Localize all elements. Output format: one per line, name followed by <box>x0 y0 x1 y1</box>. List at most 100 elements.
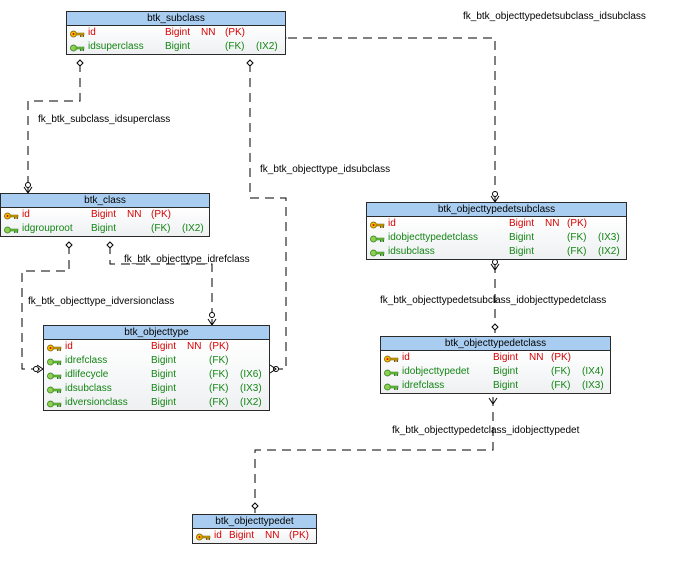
column-row[interactable]: id Bigint NN (PK) <box>44 340 269 354</box>
column-keys: (FK) <box>209 355 229 366</box>
column-name: idsubclass <box>388 246 435 257</box>
column-keys: (PK) <box>289 530 309 541</box>
column-not-null: NN <box>127 209 142 220</box>
column-type: Bigint <box>229 530 255 541</box>
column-keys: (FK) <box>551 366 571 377</box>
rel-line-subclass-idsuperclass <box>27 63 81 193</box>
column-name: idrefclass <box>65 355 108 366</box>
entity-title: btk_objecttype <box>44 326 269 340</box>
circle-marker <box>209 312 215 318</box>
column-not-null: NN <box>201 27 216 38</box>
column-keys: (FK) <box>225 41 245 52</box>
diamond-marker <box>251 502 259 510</box>
foreign-key-icon <box>70 43 85 57</box>
foreign-key-icon <box>384 368 399 382</box>
foreign-key-icon <box>47 385 62 399</box>
column-index: (IX3) <box>598 232 620 243</box>
column-name: idobjecttypedet <box>402 366 470 377</box>
column-index: (IX4) <box>582 366 604 377</box>
column-type: Bigint <box>151 341 177 352</box>
foreign-key-icon <box>384 382 399 396</box>
column-row[interactable]: id Bigint NN (PK) <box>381 351 610 365</box>
column-keys: (FK) <box>209 397 229 408</box>
column-type: Bigint <box>91 223 117 234</box>
column-keys: (PK) <box>209 341 229 352</box>
entity-title: btk_objecttypedetsubclass <box>367 203 626 217</box>
column-name: idlifecycle <box>65 369 109 380</box>
diamond-marker <box>76 59 84 67</box>
column-name: id <box>388 218 396 229</box>
primary-key-icon <box>196 532 211 546</box>
column-type: Bigint <box>151 397 177 408</box>
column-name: id <box>88 27 96 38</box>
foreign-key-icon <box>370 234 385 248</box>
column-index: (IX2) <box>598 246 620 257</box>
relationship-label: fk_btk_objecttype_idversionclass <box>28 296 175 307</box>
column-type: Bigint <box>509 246 535 257</box>
column-row[interactable]: id Bigint NN (PK) <box>67 26 285 40</box>
column-index: (IX2) <box>256 41 278 52</box>
entity-title: btk_objecttypedet <box>193 515 316 529</box>
column-name: idobjecttypedetclass <box>388 232 479 243</box>
column-index: (IX3) <box>582 380 604 391</box>
foreign-key-icon <box>47 399 62 413</box>
column-type: Bigint <box>151 383 177 394</box>
column-keys: (FK) <box>209 383 229 394</box>
diamond-marker <box>65 241 73 249</box>
column-keys: (PK) <box>151 209 171 220</box>
column-not-null: NN <box>545 218 560 229</box>
circle-marker <box>33 366 39 372</box>
rel-line-objecttype-idsubclass <box>249 63 287 370</box>
column-type: Bigint <box>165 27 191 38</box>
primary-key-icon <box>70 29 85 43</box>
column-name: idgrouproot <box>22 223 73 234</box>
rel-line-objecttype-idversionclass <box>21 245 70 370</box>
column-not-null: NN <box>187 341 202 352</box>
column-keys: (FK) <box>551 380 571 391</box>
column-type: Bigint <box>493 352 519 363</box>
column-index: (IX3) <box>240 383 262 394</box>
column-keys: (PK) <box>225 27 245 38</box>
foreign-key-icon <box>47 371 62 385</box>
relationship-label: fk_btk_objecttypedetsubclass_idobjecttyp… <box>380 295 607 306</box>
column-name: idrefclass <box>402 380 445 391</box>
column-keys: (FK) <box>567 232 587 243</box>
column-not-null: NN <box>529 352 544 363</box>
column-row[interactable]: idobjecttypedet Bigint (FK) (IX4) <box>381 365 610 379</box>
column-type: Bigint <box>165 41 191 52</box>
column-index: (IX2) <box>240 397 262 408</box>
primary-key-icon <box>370 220 385 234</box>
circle-marker <box>492 191 498 197</box>
primary-key-icon <box>4 211 19 225</box>
crowfoot-marker <box>269 364 277 374</box>
column-name: id <box>402 352 410 363</box>
column-name: id <box>65 341 73 352</box>
rel-line-objecttypedetclass-idobjecttypedet <box>254 397 494 514</box>
column-keys: (PK) <box>551 352 571 363</box>
column-type: Bigint <box>493 366 519 377</box>
column-type: Bigint <box>91 209 117 220</box>
